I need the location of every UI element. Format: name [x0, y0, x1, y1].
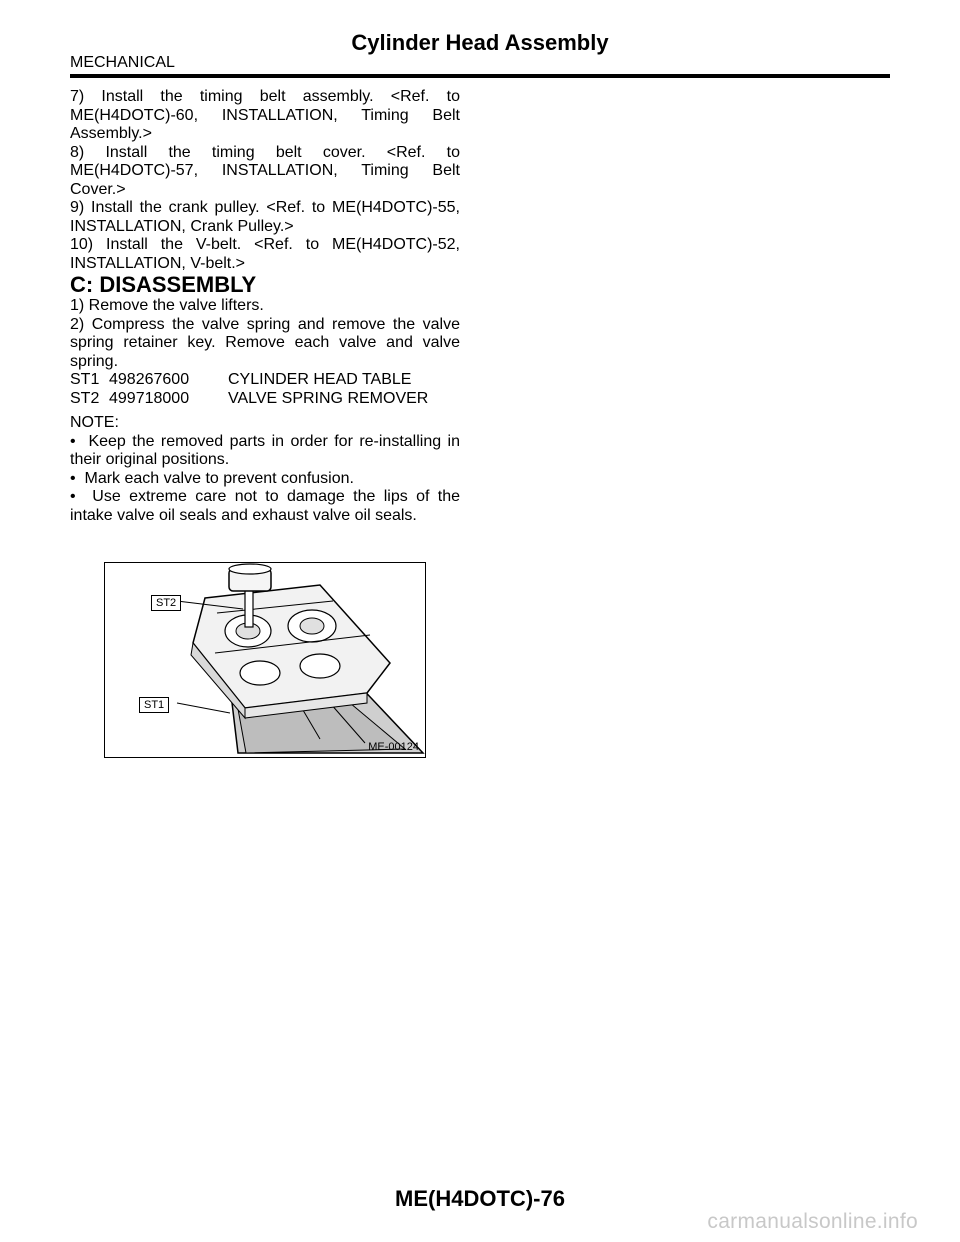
bullet-symbol: • — [70, 469, 76, 487]
note-text: Use extreme care not to damage the lips … — [70, 488, 461, 524]
tool-part-number: 498267600 — [109, 371, 190, 388]
disassembly-step-2: 2) Compress the valve spring and remove … — [70, 315, 460, 370]
note-text: Mark each valve to prevent confusion. — [84, 469, 354, 487]
bullet-symbol: • — [70, 488, 76, 505]
tool-name: VALVE SPRING REMOVER — [228, 389, 429, 407]
st2-callout: ST2 — [151, 595, 182, 611]
tool-part-number: 499718000 — [109, 389, 190, 407]
st1-callout: ST1 — [139, 697, 170, 713]
tool-id: ST2 — [70, 389, 100, 407]
cylinder-head-illustration — [176, 563, 425, 754]
note-bullet: • Keep the removed parts in order for re… — [70, 433, 460, 470]
header-rule — [70, 74, 890, 78]
note-text: Keep the removed parts in order for re-i… — [70, 432, 460, 469]
note-bullet: • Mark each valve to prevent confusion. — [70, 470, 460, 489]
section-heading: C: DISASSEMBLY — [70, 272, 257, 297]
section-name: MECHANICAL — [70, 54, 175, 71]
tool-id: ST1 — [70, 371, 100, 388]
page-title: Cylinder Head Assembly — [351, 30, 609, 55]
step-10: 10) Install the V-belt. <Ref. to ME(H4DO… — [70, 236, 460, 272]
disassembly-step-1: 1) Remove the valve lifters. — [70, 297, 264, 314]
tool-row: ST2 499718000 VALVE SPRING REMOVER — [70, 390, 460, 409]
step-8: 8) Install the timing belt cover. <Ref. … — [70, 143, 460, 198]
figure-valve-spring-removal: ST2 ST1 ME-00124 — [104, 562, 426, 758]
bullet-symbol: • — [70, 432, 76, 450]
step-7: 7) Install the timing belt assembly. <Re… — [70, 88, 460, 142]
tool-name: CYLINDER HEAD TABLE — [228, 371, 412, 388]
step-9: 9) Install the crank pulley. <Ref. to ME… — [70, 199, 460, 235]
watermark: carmanualsonline.info — [707, 1210, 918, 1233]
figure-id: ME-00124 — [368, 741, 419, 753]
note-bullet: • Use extreme care not to damage the lip… — [70, 488, 460, 525]
note-label: NOTE: — [70, 414, 119, 431]
page-number: ME(H4DOTC)-76 — [395, 1186, 565, 1211]
main-column: 7) Install the timing belt assembly. <Re… — [70, 88, 460, 525]
tool-row: ST1 498267600 CYLINDER HEAD TABLE — [70, 371, 460, 390]
